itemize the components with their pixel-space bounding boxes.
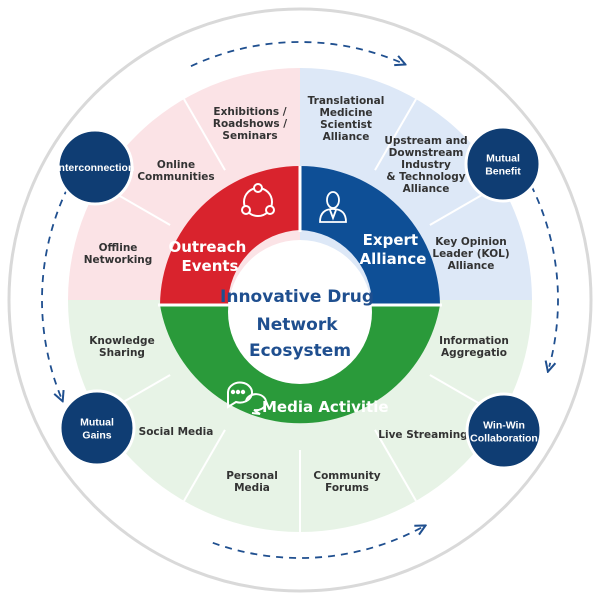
node-label-line: Mutual — [80, 417, 114, 429]
center-title-line: Network — [257, 315, 339, 335]
label-line: Forums — [325, 482, 369, 494]
node-label-line: Collaboration — [470, 433, 538, 445]
label-line: Aggregatio — [441, 347, 507, 359]
center-title-line: Innovative Drug — [220, 287, 374, 307]
label-line: Media — [234, 482, 270, 494]
label-exhibitions: Exhibitions /Roadshows /Seminars — [213, 106, 287, 142]
label-line: Leader (KOL) — [432, 248, 509, 260]
divider-line — [374, 429, 417, 502]
center-circle — [228, 240, 372, 384]
node-label: Interconnection — [56, 162, 135, 174]
network-icon — [241, 183, 275, 217]
label-line: Personal — [226, 470, 278, 482]
label-line: & Technology — [386, 171, 465, 183]
center-title-line: Ecosystem — [249, 341, 351, 361]
node-label-line: Mutual — [486, 153, 520, 165]
node-circle — [56, 128, 134, 206]
arrow-left — [41, 186, 69, 397]
label-line: Roadshows / — [213, 118, 287, 130]
label-line: Translational — [308, 95, 385, 107]
expert-title-line: Alliance — [360, 250, 427, 268]
label-line: Networking — [84, 254, 153, 266]
node-label-line: Benefit — [485, 166, 521, 178]
node-circle — [465, 392, 543, 470]
label-line: Downstream — [389, 147, 464, 159]
person-icon — [319, 191, 347, 223]
node-circle — [464, 125, 542, 203]
label-line: Medicine — [319, 107, 372, 119]
expert-segment[interactable]: Expert Alliance — [319, 191, 427, 268]
label-line: Alliance — [448, 260, 495, 272]
label-line: Seminars — [222, 130, 277, 142]
divider-line — [374, 98, 417, 171]
media-title: Media Activitie — [262, 398, 389, 416]
media-segment[interactable]: Media Activitie — [227, 381, 389, 416]
label-line: Scientist — [320, 119, 372, 131]
label-line: Upstream and — [384, 135, 467, 147]
chat-icon — [227, 381, 267, 415]
label-line: Knowledge — [89, 335, 154, 347]
outreach-ring — [160, 165, 300, 305]
label-line: Information — [439, 335, 509, 347]
outreach-title-line: Events — [182, 257, 239, 275]
node-interconnection[interactable]: Interconnection — [56, 128, 135, 206]
node-label-line: Interconnection — [56, 162, 135, 174]
label-line: Community — [313, 470, 380, 482]
label-line: Communities — [137, 171, 214, 183]
label-line: Industry — [401, 159, 451, 171]
expert-title: Expert Alliance — [360, 231, 427, 268]
label-social-media: Social Media — [139, 426, 214, 438]
label-line: Key Opinion — [435, 236, 506, 248]
arrow-top — [190, 41, 401, 67]
outreach-title: Outreach Events — [168, 238, 251, 275]
main-ring — [158, 165, 442, 424]
outreach-title-line: Outreach — [168, 238, 246, 256]
arrow-bottom — [211, 528, 421, 559]
label-live-streaming: Live Streaming — [378, 429, 467, 441]
divider-line — [183, 429, 226, 502]
label-line: Alliance — [403, 183, 450, 195]
expert-title-line: Expert — [363, 231, 418, 249]
label-line: Social Media — [139, 426, 214, 438]
label-line: Sharing — [99, 347, 145, 359]
label-line: Live Streaming — [378, 429, 467, 441]
label-line: Alliance — [323, 131, 370, 143]
divider-line — [183, 98, 226, 171]
node-label-line: Gains — [82, 430, 111, 442]
node-label-line: Win-Win — [483, 420, 525, 432]
expert-ring — [300, 166, 440, 305]
node-circle — [58, 389, 136, 467]
outreach-segment[interactable]: Outreach Events — [168, 183, 275, 275]
label-line: Online — [157, 159, 195, 171]
center-title: Innovative Drug Network Ecosystem — [220, 287, 380, 361]
label-line: Offline — [99, 242, 138, 254]
label-line: Exhibitions / — [213, 106, 286, 118]
